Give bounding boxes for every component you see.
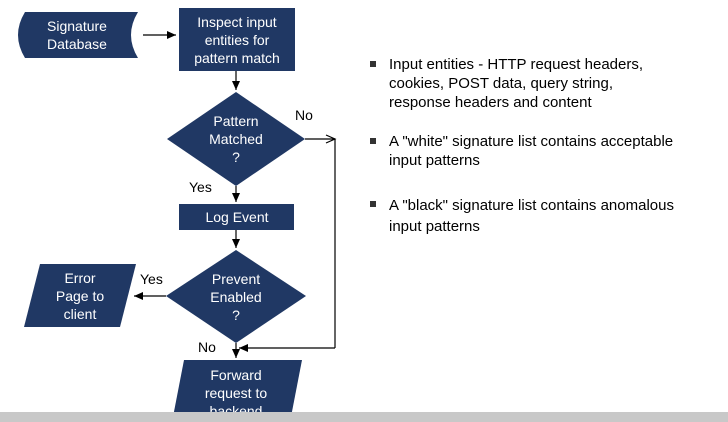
- note-3-line-2: input patterns: [389, 218, 480, 235]
- no-branch-corner-arrow: [325, 134, 337, 144]
- prevent-enabled-line-1: Prevent: [212, 271, 260, 287]
- pattern-yes-label: Yes: [189, 179, 212, 195]
- signature-database-line-2: Database: [47, 36, 107, 52]
- log-event-node: Log Event: [179, 204, 294, 230]
- note-1-line-3: response headers and content: [389, 94, 592, 111]
- note-2-line-1: A "white" signature list contains accept…: [389, 133, 674, 150]
- note-3-line-1: A "black" signature list contains anomal…: [389, 197, 674, 214]
- pattern-matched-line-3: ?: [232, 149, 240, 165]
- log-event-label: Log Event: [205, 209, 268, 225]
- inspect-line-3: pattern match: [194, 50, 280, 66]
- notes-list: Input entities - HTTP request headers, c…: [370, 55, 720, 237]
- note-1-line-2: cookies, POST data, query string,: [389, 75, 613, 92]
- prevent-enabled-line-2: Enabled: [210, 289, 261, 305]
- bullet-square-icon: [370, 138, 376, 144]
- pattern-matched-line-1: Pattern: [213, 113, 258, 129]
- error-page-node: Error Page to client: [24, 264, 136, 327]
- error-page-line-2: Page to: [56, 288, 104, 304]
- pattern-matched-line-2: Matched: [209, 131, 263, 147]
- prevent-no-label: No: [198, 339, 216, 355]
- footer-bar: [0, 412, 728, 422]
- signature-database-node: Signature Database: [18, 12, 138, 58]
- inspect-line-2: entities for: [205, 32, 270, 48]
- pattern-no-label: No: [295, 107, 313, 123]
- inspect-entities-node: Inspect input entities for pattern match: [179, 8, 295, 71]
- forward-line-1: Forward: [210, 367, 261, 383]
- bullet-square-icon: [370, 201, 376, 207]
- error-page-line-3: client: [64, 306, 97, 322]
- prevent-enabled-line-3: ?: [232, 307, 240, 323]
- note-input-entities: Input entities - HTTP request headers, c…: [370, 55, 720, 112]
- signature-database-line-1: Signature: [47, 18, 107, 34]
- prevent-yes-label: Yes: [140, 271, 163, 287]
- connectors: [134, 31, 336, 358]
- bullet-square-icon: [370, 61, 376, 67]
- inspect-line-1: Inspect input: [197, 14, 276, 30]
- note-1-line-1: Input entities - HTTP request headers,: [389, 56, 644, 73]
- prevent-enabled-decision: Prevent Enabled ?: [166, 250, 306, 343]
- forward-line-2: request to: [205, 385, 267, 401]
- error-page-line-1: Error: [64, 270, 95, 286]
- note-2-line-2: input patterns: [389, 152, 480, 169]
- pattern-matched-decision: Pattern Matched ?: [167, 92, 305, 186]
- note-white-list: A "white" signature list contains accept…: [370, 132, 720, 170]
- note-black-list: A "black" signature list contains anomal…: [370, 195, 720, 237]
